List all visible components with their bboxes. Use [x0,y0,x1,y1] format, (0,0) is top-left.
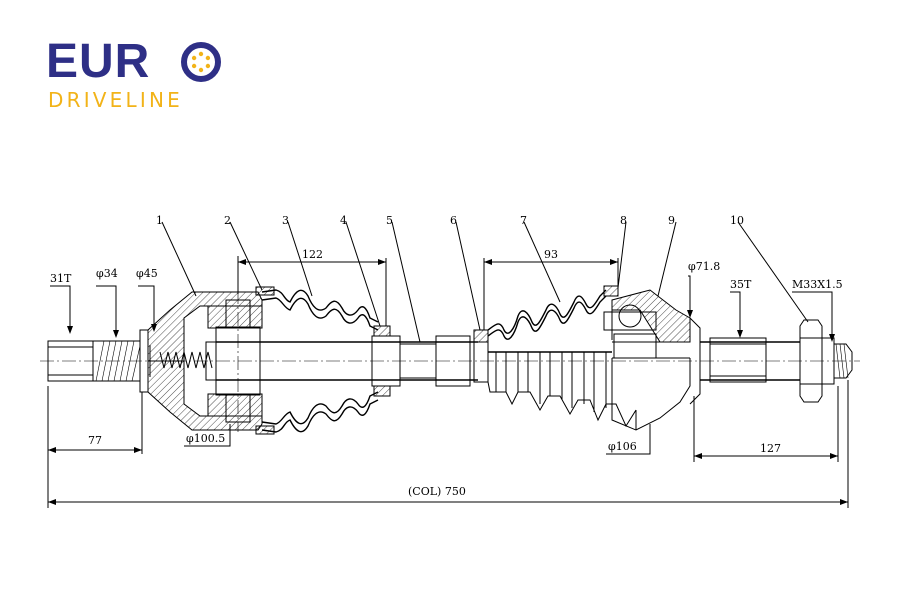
dimension-labels: 31T φ34 φ45 77 φ100.5 122 93 φ71.8 35T M… [50,248,843,498]
callout-10: 10 [730,214,744,227]
dim-dia-106: φ106 [608,440,637,453]
inner-joint-housing [147,290,263,432]
dim-dia-71-8: φ71.8 [688,260,720,273]
callout-9: 9 [668,214,675,227]
outer-cv-joint [603,289,691,431]
dim-len-122: 122 [302,248,323,261]
brand-subtitle: DRIVELINE [48,88,183,112]
axle-nut [799,319,853,403]
logo-gear-ring-icon [181,42,221,82]
dim-overall: (COL) 750 [408,485,466,498]
callout-3: 3 [282,214,289,227]
dim-len-127: 127 [760,442,781,455]
inner-boot [255,286,391,435]
callout-1: 1 [156,214,163,227]
brand-name: EUR [46,35,151,88]
brand-logo: EUR DRIVELINE [46,36,246,116]
dim-spline-inner: 31T [50,272,72,285]
callout-2: 2 [224,214,231,227]
callout-6: 6 [450,214,457,227]
callout-4: 4 [340,214,347,227]
outer-boot [473,285,637,428]
callout-8: 8 [620,214,627,227]
dim-thread: M33X1.5 [792,278,843,291]
callout-7: 7 [520,214,527,227]
dimension-lines [47,221,849,508]
callout-labels: 1 2 3 4 5 6 7 8 9 10 [156,214,744,227]
outer-stub-spline [689,317,801,405]
intermediate-shaft [216,335,478,387]
dim-dia-34: φ34 [96,267,118,280]
dim-len-93: 93 [544,248,558,261]
dim-len-77: 77 [88,434,102,447]
dim-dia-45: φ45 [136,267,158,280]
callout-5: 5 [386,214,393,227]
dim-spline-outer: 35T [730,278,752,291]
dimension-arrows [48,259,848,505]
dim-dia-100-5: φ100.5 [186,432,225,445]
